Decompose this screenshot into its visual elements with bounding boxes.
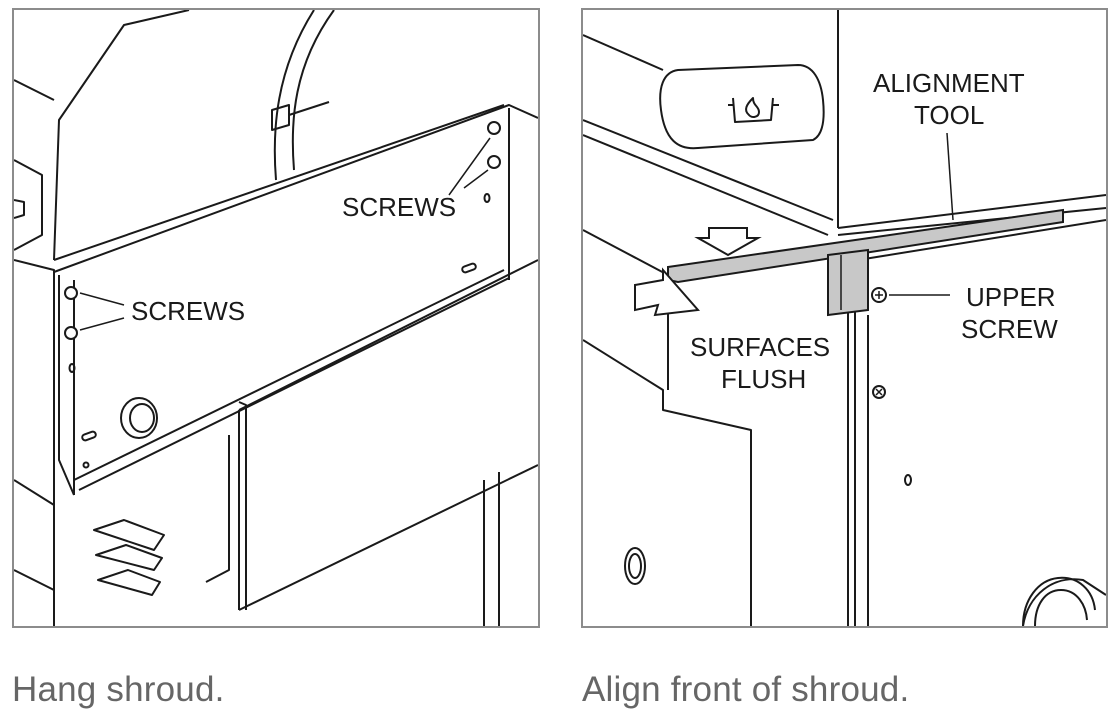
label-upper-screw-line2: SCREW	[961, 314, 1058, 344]
screw-left-2	[64, 326, 78, 340]
align-shroud-illustration: ALIGNMENT TOOL UPPER SCREW SURFACES FLUS…	[581, 8, 1108, 628]
caption-align-front: Align front of shroud.	[582, 670, 910, 709]
grill-hood-outline	[53, 10, 190, 261]
screws-upper-leader-1	[448, 137, 491, 196]
front-shroud-top	[238, 259, 538, 411]
screws-upper-leader-2	[463, 169, 489, 189]
hang-shroud-drawing: SCREWS SCREWS	[14, 10, 538, 626]
drain-hole	[120, 397, 158, 439]
caption-hang-shroud: Hang shroud.	[12, 670, 225, 709]
screws-left-leader-2	[79, 317, 125, 331]
grill-hood-bottom-edge	[53, 104, 505, 261]
label-upper-screw-line1: UPPER	[966, 282, 1056, 312]
grill-top-edge	[14, 79, 55, 101]
flame-icon	[745, 97, 760, 118]
alignment-tool-leader	[946, 132, 954, 221]
shroud-top-edge	[53, 104, 538, 273]
screw-left-1	[64, 286, 78, 300]
align-shroud-drawing: ALIGNMENT TOOL UPPER SCREW SURFACES FLUS…	[583, 10, 1106, 626]
label-screws-left: SCREWS	[131, 296, 245, 326]
label-surfaces-line1: SURFACES	[690, 332, 830, 362]
label-surfaces-line2: FLUSH	[721, 364, 806, 394]
alignment-tool-tab	[827, 248, 869, 317]
cart-side-panel	[583, 339, 752, 626]
control-panel	[659, 64, 825, 150]
drain-ring	[1022, 576, 1096, 626]
arrow-down-icon	[694, 227, 762, 257]
flame-icon-bracket	[732, 97, 774, 123]
arrow-push-icon	[634, 267, 701, 317]
label-alignment-line1: ALIGNMENT	[873, 68, 1025, 98]
shroud-floor-edge	[73, 269, 505, 481]
label-screws-upper: SCREWS	[342, 192, 456, 222]
hang-shroud-illustration: SCREWS SCREWS	[12, 8, 540, 628]
screw-upper-right-2	[487, 155, 501, 169]
screw-upper-right-1	[487, 121, 501, 135]
shroud-back-left-edge	[58, 275, 75, 496]
label-alignment-line2: TOOL	[914, 100, 984, 130]
screws-left-leader-1	[79, 292, 125, 306]
